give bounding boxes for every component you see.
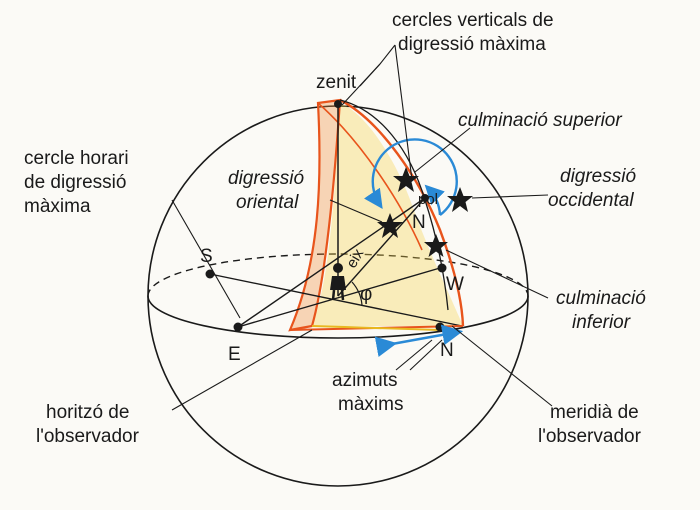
diurnal-arrow-tail xyxy=(424,184,445,216)
label-meridia-2: l'observador xyxy=(538,426,642,447)
polar-axis xyxy=(237,197,426,328)
label-digressio-occidental-2: occidental xyxy=(548,190,634,211)
label-azimuts-2: màxims xyxy=(338,394,403,415)
label-azimuts-1: azimuts xyxy=(332,370,397,391)
label-cercle-horari-1: cercle horari xyxy=(24,148,129,169)
label-digressio-oriental-2: oriental xyxy=(236,192,299,213)
azimuth-arrow xyxy=(374,324,464,358)
label-culminacio-inferior-1: culminació xyxy=(556,288,646,309)
observer-figure xyxy=(330,263,346,301)
diurnal-arrow xyxy=(363,138,458,216)
point-E xyxy=(233,322,243,332)
star-culmination-superior xyxy=(393,167,419,192)
hour-circle-surface xyxy=(312,103,463,326)
horizon-back-dashed xyxy=(147,253,529,297)
point-W xyxy=(437,263,447,273)
label-culminacio-superior: culminació superior xyxy=(458,110,622,131)
point-S xyxy=(205,269,215,279)
horizon-front xyxy=(147,295,529,339)
label-E: E xyxy=(228,344,241,365)
label-cercles-verticals-1: cercles verticals de xyxy=(392,10,554,31)
label-culminacio-inferior-2: inferior xyxy=(572,312,631,333)
label-horitzo-2: l'observador xyxy=(36,426,140,447)
label-cercle-horari-2: de digressió xyxy=(24,172,126,193)
leader-lines xyxy=(171,44,553,411)
label-S: S xyxy=(200,246,213,267)
label-pol: pol xyxy=(418,191,438,208)
east-west-line xyxy=(237,267,441,328)
label-zenit: zenit xyxy=(316,72,357,93)
label-cercle-horari-3: màxima xyxy=(24,196,91,217)
label-horitzo-1: horitzó de xyxy=(46,402,129,423)
label-cercles-verticals-2: digressió màxima xyxy=(398,34,546,55)
point-N xyxy=(435,322,445,332)
label-W: W xyxy=(446,274,464,295)
south-north-line xyxy=(209,273,463,327)
star-digression-oriental xyxy=(377,213,403,238)
label-digressio-oriental-1: digressió xyxy=(228,168,304,189)
pole-point xyxy=(421,194,429,202)
label-N-upper: N xyxy=(412,212,426,233)
label-digressio-occidental-1: digressió xyxy=(560,166,636,187)
vertical-circle-west-inner xyxy=(317,102,423,251)
observer-to-pole xyxy=(337,197,426,297)
star-culmination-inferior xyxy=(424,234,448,257)
zenith-point xyxy=(334,100,342,108)
latitude-arc xyxy=(351,281,363,306)
vertical-circle-west xyxy=(339,98,465,327)
label-phi: φ xyxy=(360,284,372,305)
label-meridia-1: meridià de xyxy=(550,402,639,423)
star-digression-occidental xyxy=(447,187,473,212)
label-N: N xyxy=(440,340,454,361)
